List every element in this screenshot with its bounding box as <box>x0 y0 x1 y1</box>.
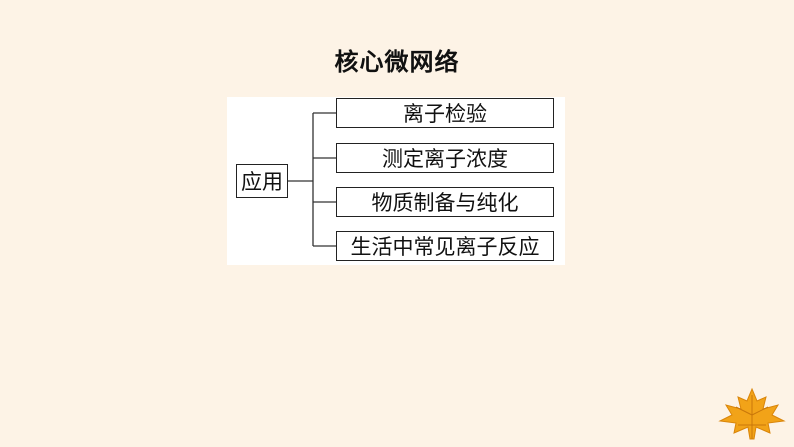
branch-node-ion-test: 离子检验 <box>336 98 554 128</box>
branch-label: 测定离子浓度 <box>382 147 508 171</box>
root-label: 应用 <box>241 170 283 194</box>
page-title: 核心微网络 <box>334 48 460 76</box>
maple-leaf-icon <box>718 387 786 440</box>
branch-label: 物质制备与纯化 <box>371 191 519 215</box>
branch-node-daily-reactions: 生活中常见离子反应 <box>336 231 554 261</box>
branch-label: 生活中常见离子反应 <box>350 235 540 259</box>
branch-label: 离子检验 <box>403 102 487 126</box>
root-node: 应用 <box>236 164 288 198</box>
branch-node-concentration: 测定离子浓度 <box>336 143 554 173</box>
branch-node-preparation: 物质制备与纯化 <box>336 187 554 217</box>
